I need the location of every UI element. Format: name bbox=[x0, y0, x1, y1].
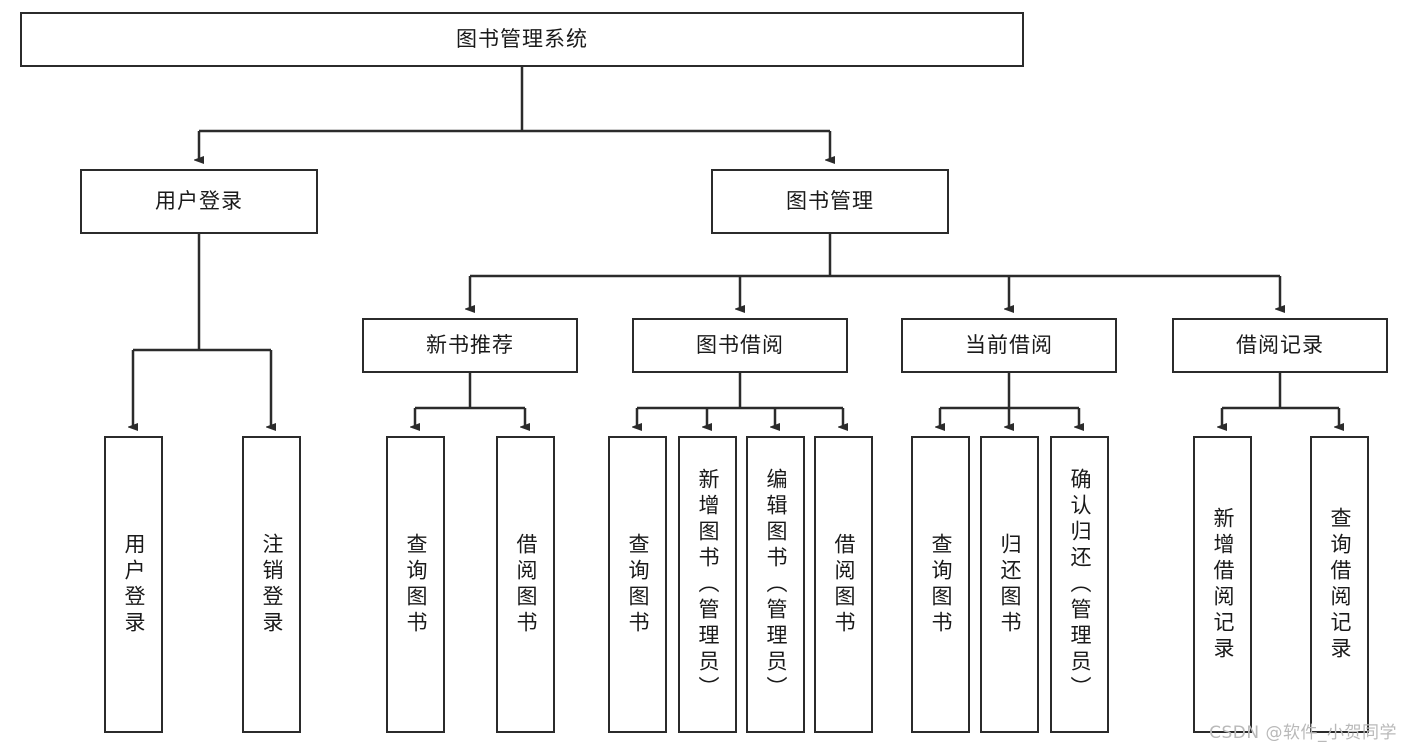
node-leaf-user-login[interactable]: 用户登录 bbox=[104, 436, 163, 733]
node-leaf-query-book-recommend[interactable]: 查询图书 bbox=[386, 436, 445, 733]
node-current-borrow[interactable]: 当前借阅 bbox=[901, 318, 1117, 373]
node-label: 图书借阅 bbox=[696, 332, 784, 357]
node-leaf-confirm-return-admin[interactable]: 确认归还（管理员） bbox=[1050, 436, 1109, 733]
node-leaf-query-borrow-record[interactable]: 查询借阅记录 bbox=[1310, 436, 1369, 733]
node-label: 查询图书 bbox=[626, 532, 651, 637]
node-leaf-borrow-book[interactable]: 借阅图书 bbox=[814, 436, 873, 733]
node-label: 借阅记录 bbox=[1236, 332, 1324, 357]
node-root-book-management-system[interactable]: 图书管理系统 bbox=[20, 12, 1024, 67]
node-label: 编辑图书（管理员） bbox=[764, 467, 789, 702]
watermark-text: CSDN @软件_小贺同学 bbox=[1209, 723, 1397, 743]
node-label: 新增图书（管理员） bbox=[696, 467, 721, 702]
node-leaf-return-book[interactable]: 归还图书 bbox=[980, 436, 1039, 733]
node-label: 借阅图书 bbox=[514, 532, 539, 637]
node-user-login[interactable]: 用户登录 bbox=[80, 169, 318, 234]
node-label: 查询图书 bbox=[404, 532, 429, 637]
node-leaf-borrow-book-recommend[interactable]: 借阅图书 bbox=[496, 436, 555, 733]
node-new-book-recommend[interactable]: 新书推荐 bbox=[362, 318, 578, 373]
node-label: 当前借阅 bbox=[965, 332, 1053, 357]
node-label: 注销登录 bbox=[260, 532, 285, 637]
node-borrow-record[interactable]: 借阅记录 bbox=[1172, 318, 1388, 373]
node-label: 新书推荐 bbox=[426, 332, 514, 357]
node-leaf-logout[interactable]: 注销登录 bbox=[242, 436, 301, 733]
node-leaf-query-book-current[interactable]: 查询图书 bbox=[911, 436, 970, 733]
node-label: 查询图书 bbox=[929, 532, 954, 637]
node-label: 图书管理 bbox=[786, 188, 874, 213]
node-label: 借阅图书 bbox=[832, 532, 857, 637]
node-label: 归还图书 bbox=[998, 532, 1023, 637]
node-label: 图书管理系统 bbox=[456, 26, 588, 51]
node-label: 用户登录 bbox=[122, 532, 147, 637]
node-book-borrow[interactable]: 图书借阅 bbox=[632, 318, 848, 373]
node-label: 用户登录 bbox=[155, 188, 243, 213]
node-leaf-query-book[interactable]: 查询图书 bbox=[608, 436, 667, 733]
node-leaf-edit-book-admin[interactable]: 编辑图书（管理员） bbox=[746, 436, 805, 733]
node-label: 新增借阅记录 bbox=[1211, 506, 1236, 663]
node-label: 查询借阅记录 bbox=[1328, 506, 1353, 663]
node-leaf-add-book-admin[interactable]: 新增图书（管理员） bbox=[678, 436, 737, 733]
node-book-management[interactable]: 图书管理 bbox=[711, 169, 949, 234]
node-leaf-add-borrow-record[interactable]: 新增借阅记录 bbox=[1193, 436, 1252, 733]
node-label: 确认归还（管理员） bbox=[1068, 467, 1093, 702]
